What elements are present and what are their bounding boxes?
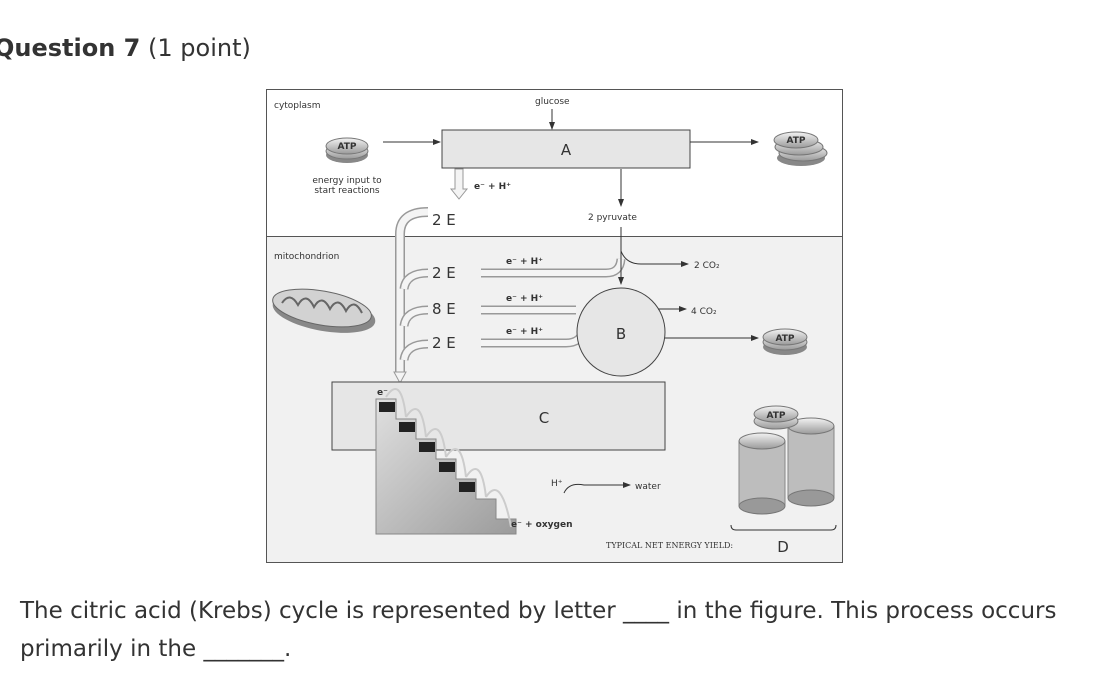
eh-label-top: e⁻ + H⁺ [474,182,511,192]
net-yield-label: TYPICAL NET ENERGY YIELD: [606,541,733,550]
pyruvate-label: 2 pyruvate [588,213,637,223]
co2-label-2: 4 CO₂ [691,307,717,317]
e-oxygen-label: e⁻ + oxygen [511,520,572,530]
glucose-label: glucose [535,97,570,107]
electron-staircase [375,388,517,535]
energy-input-line2: start reactions [314,186,380,196]
atp-output-glycolysis-icon: ATP [773,131,828,166]
eh-label-2: e⁻ + H⁺ [506,294,543,304]
eh-label-3: e⁻ + H⁺ [506,327,543,337]
energy-input-line1: energy input to [312,176,382,186]
two-e-label-1: 2 E [432,211,456,229]
h-plus-label: H⁺ [551,479,563,489]
eh-label-1: e⁻ + H⁺ [506,257,543,267]
question-text: The citric acid (Krebs) cycle is represe… [20,598,1057,662]
box-a-label: A [561,141,572,159]
question-number: Question 7 [0,34,141,62]
cellular-respiration-figure: cytoplasm mitochondrion glucose A ATP en… [266,89,843,563]
svg-text:ATP: ATP [775,334,794,344]
circle-b-label: B [616,325,626,343]
cytoplasm-label: cytoplasm [274,101,321,111]
svg-text:ATP: ATP [786,136,805,146]
svg-text:ATP: ATP [337,142,356,152]
mitochondrion-label: mitochondrion [274,252,339,262]
co2-label-1: 2 CO₂ [694,261,720,271]
question-header: Question 7 (1 point) [0,34,251,62]
letter-d-label: D [777,538,789,556]
atp-input-icon: ATP [325,137,369,163]
atp-yield-coin-stacks: ATP [738,405,835,515]
two-e-label-3: 2 E [432,334,456,352]
two-e-label-2: 2 E [432,264,456,282]
mitochondrion-illustration [272,288,376,333]
box-c-label: C [539,409,549,427]
e-minus-label: e⁻ [377,388,388,398]
svg-text:ATP: ATP [766,411,785,421]
question-points: (1 point) [148,34,251,62]
eight-e-label: 8 E [432,300,456,318]
atp-output-krebs-icon: ATP [762,328,808,355]
water-label: water [635,482,661,492]
box-a [441,129,691,169]
circle-b [576,287,666,377]
